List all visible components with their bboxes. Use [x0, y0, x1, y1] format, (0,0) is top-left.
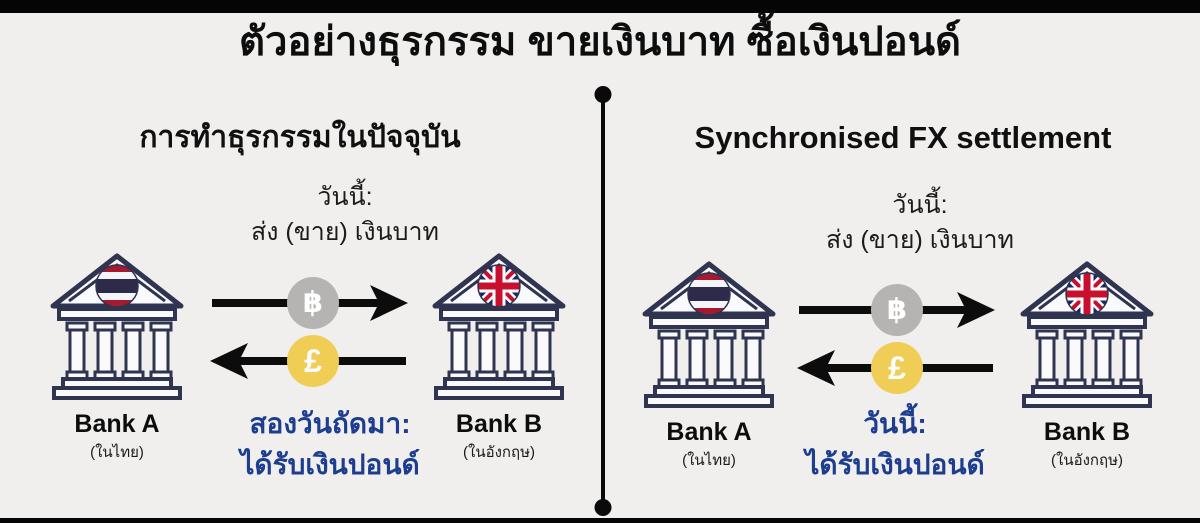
bank-building-icon [43, 248, 191, 400]
bank-name-label: Bank B [455, 410, 543, 438]
receive-result-label: สองวันถัดมา: ได้รับเงินปอนด์ [195, 404, 465, 485]
baht-symbol: ฿ [302, 286, 324, 319]
flow-date-label: วันนี้: [892, 191, 948, 219]
panel-current-process: การทำธุรกรรมในปัจจุบัน วันนี้: ส่ง (ขาย)… [0, 121, 600, 485]
baht-badge: ฿ [287, 277, 339, 329]
panel-heading: Synchronised FX settlement [694, 120, 1112, 155]
result-date-label: สองวันถัดมา: [249, 408, 411, 439]
send-flow-label: วันนี้: ส่ง (ขาย) เงินบาท [770, 188, 1070, 258]
pound-badge: £ [287, 335, 339, 387]
flow-action-label: ส่ง (ขาย) เงินบาท [825, 226, 1014, 254]
divider-top-dot [594, 86, 612, 103]
result-action-label: ได้รับเงินปอนด์ [805, 448, 985, 480]
bank-location-label: (ในไทย) [90, 444, 144, 461]
bank-b: Bank B (ในอังกฤษ) [424, 248, 574, 463]
bank-building-icon [635, 256, 783, 408]
bank-name-label: Bank B [1043, 418, 1131, 446]
bank-a: Bank A (ในไทย) [42, 248, 192, 463]
divider-line [594, 86, 612, 516]
top-border-bar [0, 0, 1200, 13]
bank-b: Bank B (ในอังกฤษ) [1012, 256, 1162, 471]
pound-symbol: £ [888, 350, 906, 386]
bank-name-label: Bank A [666, 418, 752, 446]
flow-action-label: ส่ง (ขาย) เงินบาท [250, 218, 439, 246]
bank-location-label: (ในอังกฤษ) [463, 444, 535, 461]
divider-bottom-dot [594, 499, 612, 516]
bank-name-label: Bank A [74, 410, 160, 438]
baht-badge: ฿ [871, 284, 923, 336]
bottom-border-bar [0, 518, 1200, 523]
result-date-label: วันนี้: [863, 408, 927, 439]
bank-a: Bank A (ในไทย) [634, 256, 784, 471]
bank-building-icon [1013, 256, 1161, 408]
bank-building-icon [425, 248, 573, 400]
send-flow-label: วันนี้: ส่ง (ขาย) เงินบาท [195, 180, 495, 250]
bank-location-label: (ในอังกฤษ) [1051, 452, 1123, 469]
bank-location-label: (ในไทย) [682, 452, 736, 469]
page-title: ตัวอย่างธุรกรรม ขายเงินบาท ซื้อเงินปอนด์ [238, 20, 962, 64]
panel-heading: การทำธุรกรรมในปัจจุบัน [139, 121, 461, 154]
result-action-label: ได้รับเงินปอนด์ [240, 448, 420, 480]
baht-symbol: ฿ [886, 293, 908, 326]
receive-result-label: วันนี้: ได้รับเงินปอนด์ [745, 404, 1045, 485]
pound-symbol: £ [304, 343, 322, 379]
flow-date-label: วันนี้: [317, 183, 373, 211]
pound-badge: £ [871, 342, 923, 394]
panel-synchronised-settlement: Synchronised FX settlement วันนี้: ส่ง (… [606, 0, 1200, 523]
